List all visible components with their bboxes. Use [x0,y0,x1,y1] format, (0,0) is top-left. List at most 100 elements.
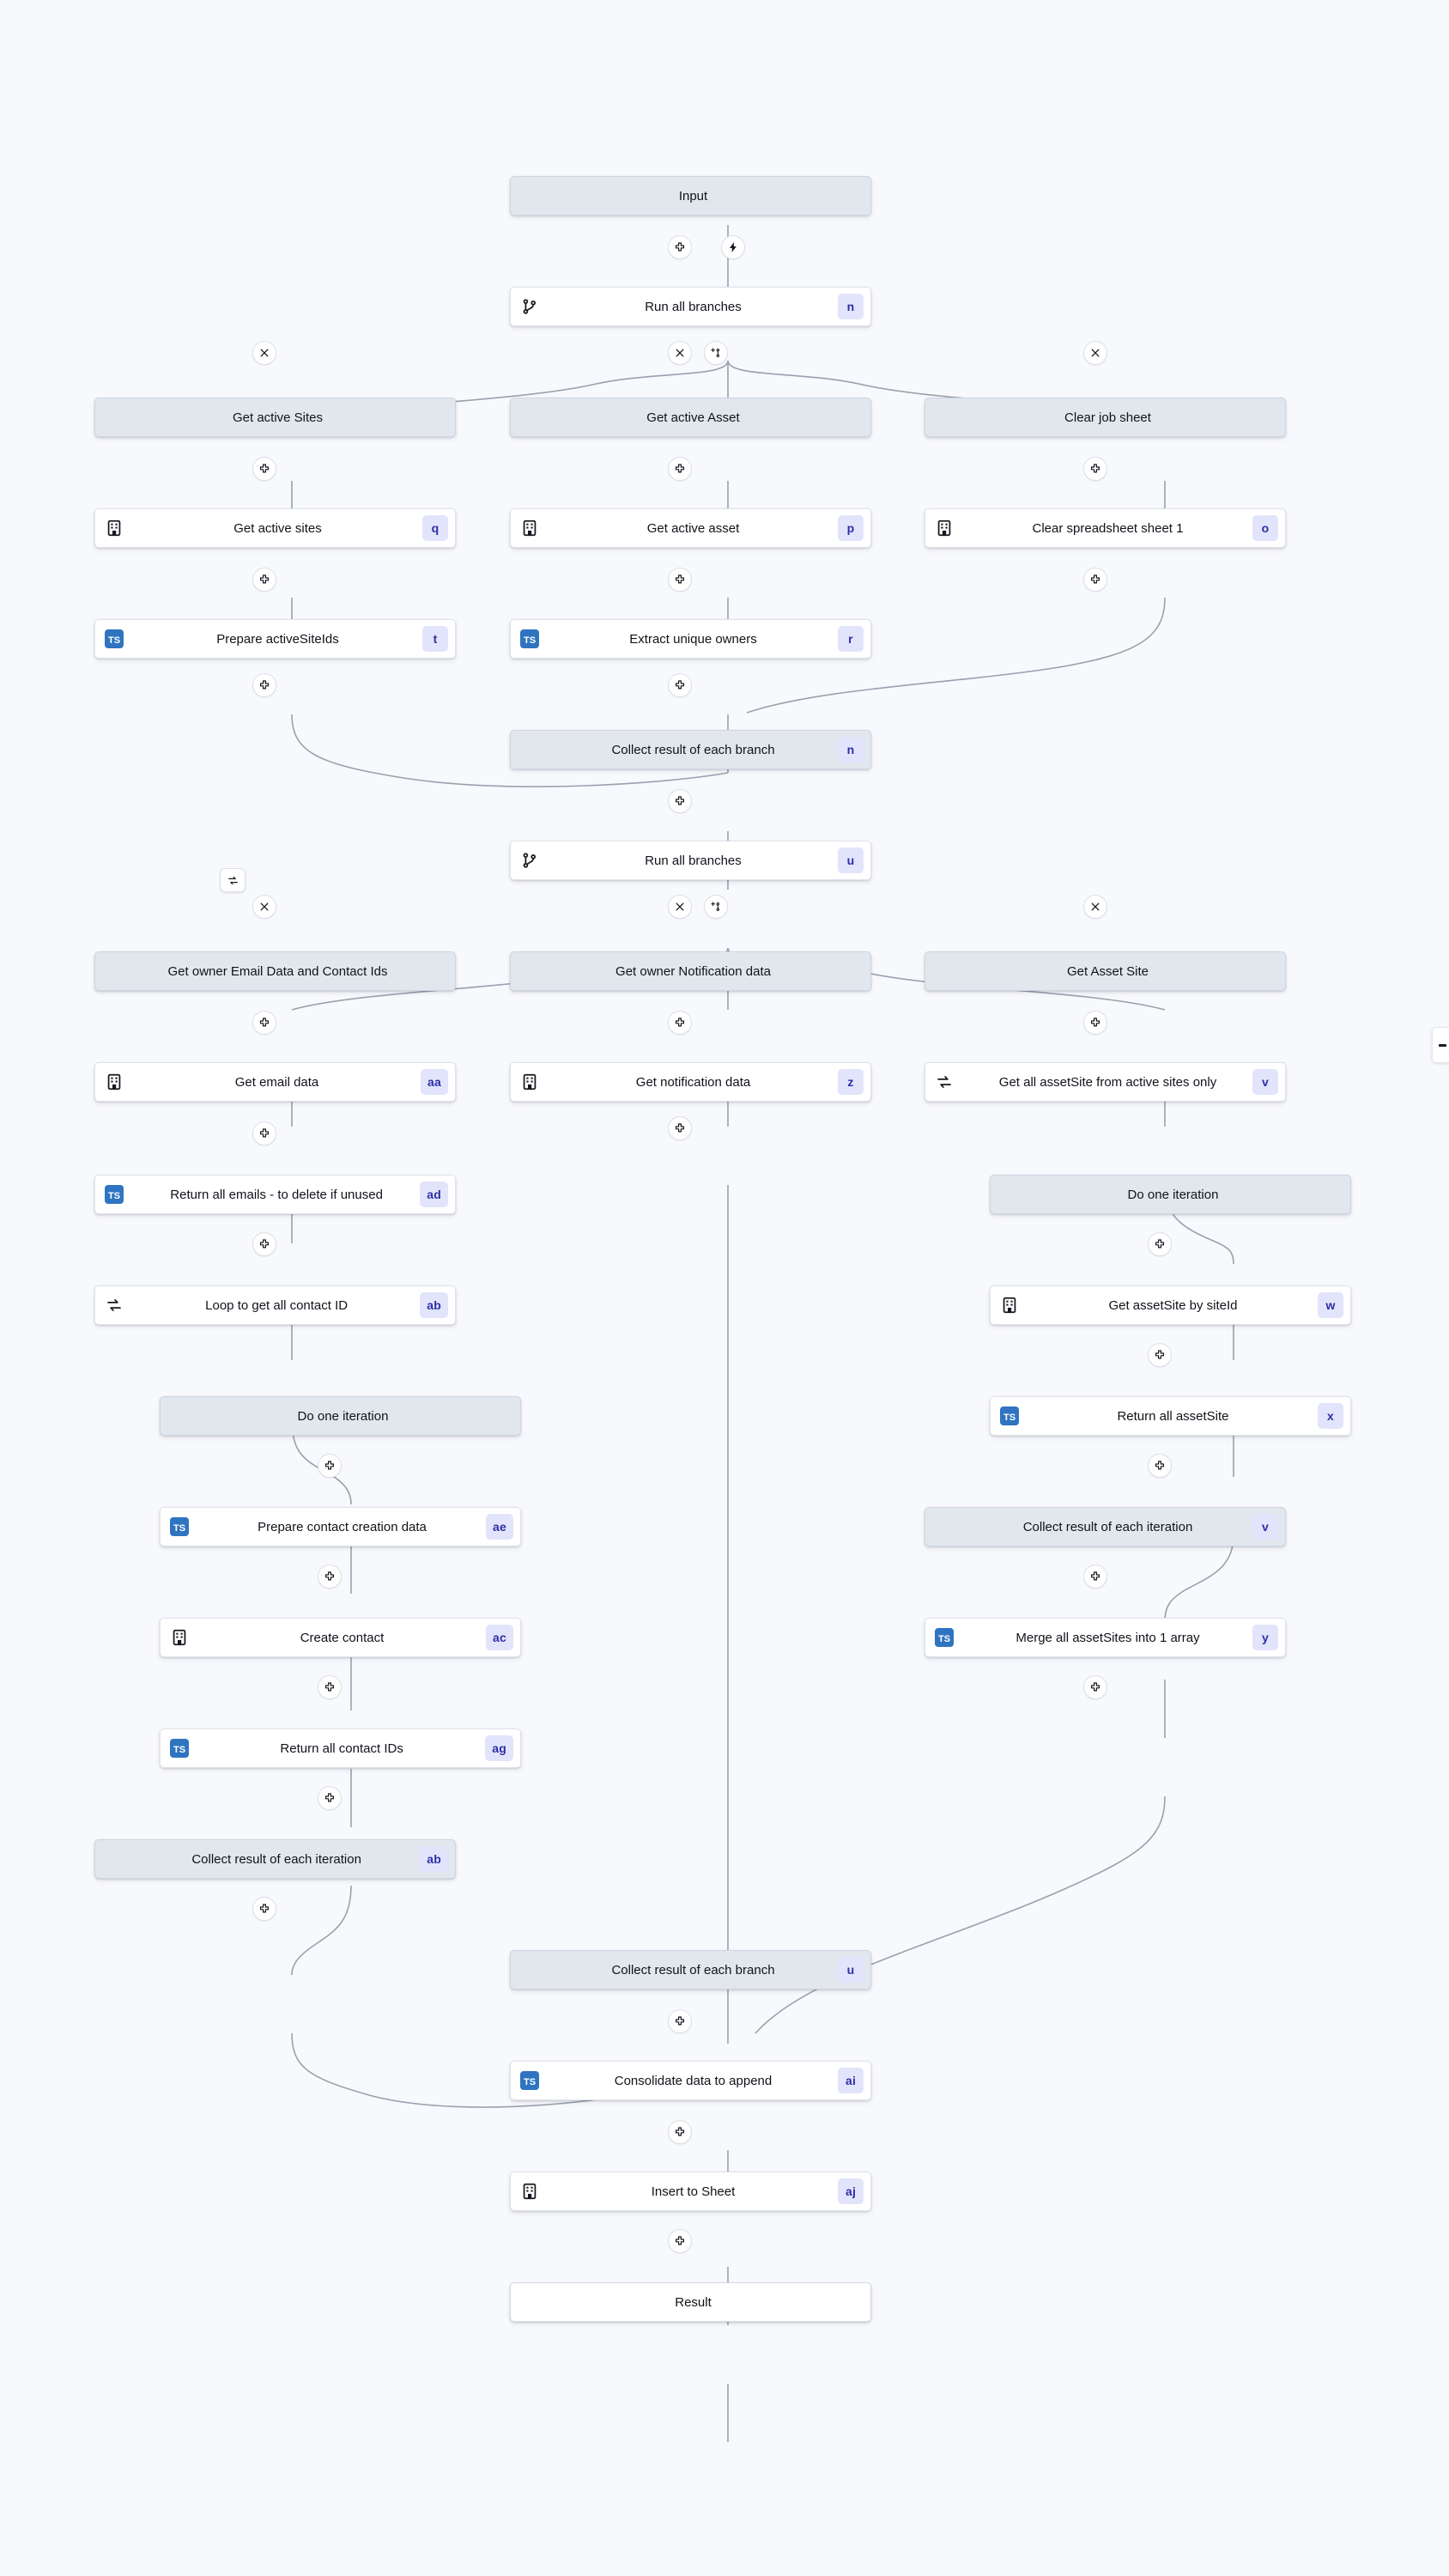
handle-close-h-b2-right-x[interactable] [1083,895,1107,919]
node-badge[interactable] [1252,404,1278,430]
node-badge[interactable]: y [1252,1625,1278,1650]
handle-plus-h-create-plus[interactable] [318,1675,342,1699]
node-badge[interactable]: ab [420,1846,448,1872]
node-badge[interactable]: x [1318,1403,1343,1429]
node-badge[interactable] [422,404,448,430]
handle-close-h-b1-left-x[interactable] [252,341,276,365]
handle-plus-h-assetby-plus[interactable] [1148,1343,1172,1367]
handle-plus-h-collect1-plus[interactable] [668,789,692,813]
node-badge[interactable]: z [838,1069,864,1095]
handle-addbr-h-b1-mid-add[interactable] [704,341,728,365]
node-get_all_assetsite[interactable]: Get all assetSite from active sites only… [925,1062,1286,1102]
handle-plus-h-notif-plus[interactable] [668,1011,692,1035]
node-badge[interactable]: ab [420,1292,448,1318]
handle-plus-h-clear2-plus[interactable] [1083,568,1107,592]
handle-plus-h-notifdata-plus[interactable] [668,1116,692,1140]
handle-plus-h-extract-plus[interactable] [668,673,692,697]
node-badge[interactable]: q [422,515,448,541]
node-badge[interactable]: o [1252,515,1278,541]
handle-close-h-b2-mid-x[interactable] [668,895,692,919]
node-badge[interactable] [1252,958,1278,984]
node-badge[interactable]: aa [421,1069,448,1095]
handle-close-h-b1-mid-x[interactable] [668,341,692,365]
handle-plus-h-colliter-r-plus[interactable] [1083,1564,1107,1589]
node-badge[interactable]: v [1252,1069,1278,1095]
node-badge[interactable]: p [838,515,864,541]
handle-plus-h-colliter-l-plus[interactable] [252,1897,276,1921]
node-input[interactable]: Input [510,176,871,216]
node-get_active_asset_g[interactable]: Get active Asset [510,398,871,437]
node-badge[interactable] [838,404,864,430]
handle-plus-h-retcont-plus[interactable] [318,1786,342,1810]
node-badge[interactable]: ac [486,1625,513,1650]
handle-plus-h-prep-plus[interactable] [252,673,276,697]
node-badge[interactable]: n [838,737,864,762]
node-badge[interactable]: ai [838,2068,864,2093]
handle-plus-h-retassets-plus[interactable] [1148,1454,1172,1478]
node-badge[interactable] [838,183,864,209]
handle-addbr-h-b2-mid-add[interactable] [704,895,728,919]
node-badge[interactable]: t [422,626,448,652]
node-do_one_iter_r[interactable]: Do one iteration [990,1175,1351,1214]
node-badge[interactable] [422,958,448,984]
handle-plus-h-sites-plus[interactable] [252,457,276,481]
handle-plus-h-emaildata-plus[interactable] [252,1121,276,1145]
node-get_active_sites_g[interactable]: Get active Sites [94,398,456,437]
handle-plus-h-doiter-l-plus[interactable] [318,1454,342,1478]
handle-bolt-h-input-bolt[interactable] [721,235,745,259]
handle-plus-h-sites2-plus[interactable] [252,568,276,592]
handle-plus-h-asset-plus[interactable] [668,457,692,481]
handle-plus-h-merge-plus[interactable] [1083,1675,1107,1699]
loop-toggle-badge[interactable] [220,868,246,892]
handle-plus-h-asset2-plus[interactable] [668,568,692,592]
handle-plus-h-email-plus[interactable] [252,1011,276,1035]
handle-plus-h-assetsite-plus[interactable] [1083,1011,1107,1035]
node-badge[interactable] [838,2289,864,2315]
node-asset_site_g[interactable]: Get Asset Site [925,951,1286,991]
node-badge[interactable]: u [838,1957,864,1983]
node-badge[interactable]: u [838,848,864,873]
handle-plus-h-insert-plus[interactable] [668,2229,692,2253]
handle-close-h-b1-right-x[interactable] [1083,341,1107,365]
node-badge[interactable]: r [838,626,864,652]
handle-plus-h-collbr2-plus[interactable] [668,2009,692,2033]
clipped-side-card[interactable] [1432,1027,1449,1063]
handle-plus-h-doiter-r-plus[interactable] [1148,1232,1172,1256]
handle-plus-h-input-plus[interactable] [668,235,692,259]
handle-plus-h-return-plus[interactable] [252,1232,276,1256]
node-badge[interactable]: n [838,294,864,319]
node-badge[interactable]: w [1318,1292,1343,1318]
node-badge[interactable]: ad [420,1182,448,1207]
node-owner_email_g[interactable]: Get owner Email Data and Contact Ids [94,951,456,991]
handle-plus-h-consol-plus[interactable] [668,2120,692,2144]
handle-plus-h-clear-plus[interactable] [1083,457,1107,481]
node-do_one_iter_l[interactable]: Do one iteration [160,1396,521,1436]
node-badge[interactable]: v [1252,1514,1278,1540]
node-result[interactable]: Result [510,2282,871,2322]
node-badge[interactable]: ag [485,1735,513,1761]
node-clear_job_sheet_g[interactable]: Clear job sheet [925,398,1286,437]
node-badge[interactable]: aj [838,2178,864,2204]
node-badge[interactable] [488,1403,513,1429]
handle-plus-h-prepcont-plus[interactable] [318,1564,342,1589]
